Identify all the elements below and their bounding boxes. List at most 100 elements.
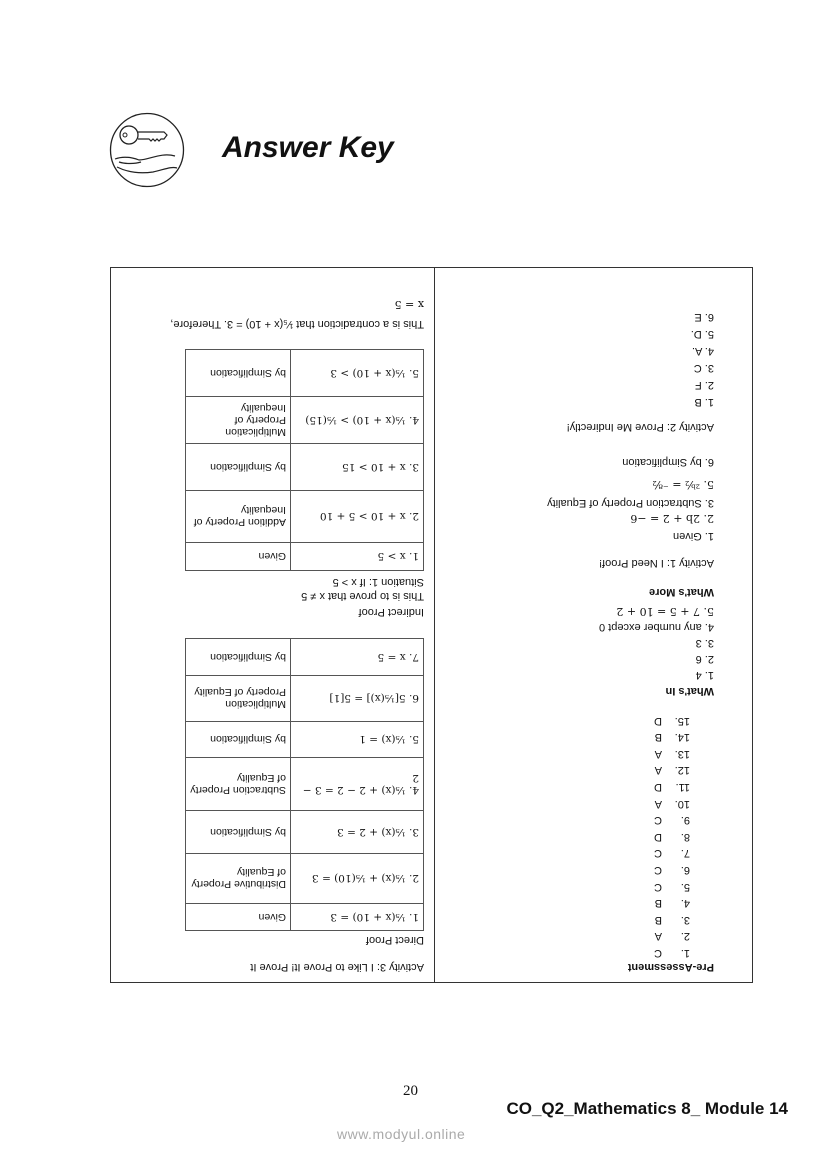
statement-cell: 4. ¹⁄₅(x + 10) > ¹⁄₅(15) [290, 396, 424, 444]
item-number: 2. [680, 930, 690, 943]
item-answer: B [654, 731, 662, 744]
reason-cell: Multiplication Property of Inequality [185, 396, 291, 444]
item-number: 9. [680, 814, 690, 827]
list-item: 3. B [654, 911, 690, 928]
statement-cell: 4. ¹⁄₅(x) + 2 − 2 = 3 − 2 [290, 757, 424, 811]
list-item: 8. D [654, 828, 690, 845]
list-item: 5. D. [690, 328, 714, 340]
direct-proof-heading: Direct Proof [365, 934, 424, 946]
list-item: 1. B [694, 396, 714, 408]
list-item: 2. A [654, 928, 690, 945]
item-answer: A [654, 764, 662, 777]
list-item: 2. 2b + 2 = −6 [630, 512, 714, 525]
list-item: 4. A. [691, 345, 714, 357]
list-item: 1. 4 [695, 669, 714, 681]
reason-cell: Multiplication Property of Equality [185, 675, 291, 722]
watermark: www.modyul.online [337, 1126, 466, 1142]
item-answer: C [654, 880, 662, 893]
item-answer: C [654, 864, 662, 877]
list-item: 3. C [693, 362, 714, 374]
table-row: 4. ¹⁄₅(x + 10) > ¹⁄₅(15)Multiplication P… [185, 396, 424, 444]
item-number: 6. [680, 864, 690, 877]
reason-cell: by Simplification [185, 349, 291, 397]
activity1-title: Activity 1: I Need Proof! [599, 557, 714, 569]
item-answer: C [654, 814, 662, 827]
list-item: 6. by Simplification [622, 456, 714, 468]
list-item: 1. Given [673, 530, 714, 542]
list-item: 1. C [654, 944, 690, 961]
list-item: 11. D [654, 778, 690, 795]
statement-cell: 2. x + 10 > 5 + 10 [290, 490, 424, 543]
statement-cell: 5. ¹⁄₅(x + 10) > 3 [290, 349, 424, 397]
conclusion-text: This is a contradiction that ¹⁄₅(x + 10)… [170, 318, 424, 330]
item-number: 12. [674, 764, 690, 777]
statement-cell: 2. ¹⁄₅(x) + ¹⁄₅(10) = 3 [290, 853, 424, 904]
activity3-title: Activity 3: I Like to Prove It! Prove It [250, 961, 424, 973]
statement-cell: 3. ¹⁄₅(x) + 2 = 3 [290, 810, 424, 854]
list-item: 5. ²ᵇ⁄₂ = ⁻⁸⁄₂ [652, 478, 714, 491]
reason-cell: Subtraction Property of Equality [185, 757, 291, 811]
list-item: 4. any number except 0 [599, 621, 714, 633]
reason-cell: Distributive Property of Equality [185, 853, 291, 904]
column-divider [434, 268, 435, 982]
item-number: 7. [680, 847, 690, 860]
page-title: Answer Key [222, 131, 394, 164]
list-item: 13. A [654, 745, 690, 762]
reason-cell: by Simplification [185, 810, 291, 854]
item-answer: A [654, 930, 662, 943]
item-number: 15. [674, 714, 690, 727]
statement-cell: 3. x + 10 > 15 [290, 443, 424, 491]
list-item: 9. C [654, 812, 690, 829]
final-answer: x = 5 [394, 298, 424, 311]
list-item: 5. C [654, 878, 690, 895]
list-item: 15. D [654, 712, 690, 729]
item-number: 11. [675, 781, 690, 794]
module-label: CO_Q2_Mathematics 8_ Module 14 [506, 1099, 788, 1118]
item-answer: B [654, 913, 662, 926]
item-answer: C [654, 947, 662, 959]
item-answer: D [654, 781, 662, 794]
reason-cell: by Simplification [185, 443, 291, 491]
item-number: 13. [674, 747, 690, 760]
list-item: 4. B [654, 895, 690, 912]
list-item: 5. 7 + 5 = 10 + 2 [616, 605, 714, 618]
indirect-proof-heading: Indirect Proof [358, 606, 424, 618]
activity2-title: Activity 2: Prove Me Indirectly! [566, 421, 714, 433]
item-number: 4. [680, 897, 690, 910]
reason-cell: Given [185, 903, 291, 931]
item-number: 5. [680, 880, 690, 893]
item-answer: D [654, 830, 662, 843]
list-item: 2. 6 [695, 653, 714, 665]
item-number: 8. [680, 830, 690, 843]
table-row: 6. 5[¹⁄₅(x)] = 5[1]Multiplication Proper… [185, 675, 424, 722]
list-item: 14.B [654, 729, 690, 746]
item-number: 1. [680, 947, 690, 959]
reason-cell: Given [185, 542, 291, 571]
item-answer: B [654, 897, 662, 910]
reason-cell: by Simplification [185, 638, 291, 676]
statement-cell: 5. ¹⁄₅(x) = 1 [290, 721, 424, 758]
key-in-hand-icon [109, 112, 185, 188]
item-answer: D [654, 714, 662, 727]
item-answer: A [654, 747, 662, 760]
statement-cell: 6. 5[¹⁄₅(x)] = 5[1] [290, 675, 424, 722]
indirect-line: Situation 1: If x > 5 [332, 576, 424, 588]
list-item: 12. A [654, 762, 690, 779]
list-item: 6. E [694, 311, 714, 323]
whats-in-heading: What's In [665, 685, 714, 697]
statement-cell: 1. x > 5 [290, 542, 424, 571]
indirect-line: This is to prove that x ≠ 5 [301, 590, 424, 602]
item-number: 3. [680, 913, 690, 926]
statement-cell: 7. x = 5 [290, 638, 424, 676]
